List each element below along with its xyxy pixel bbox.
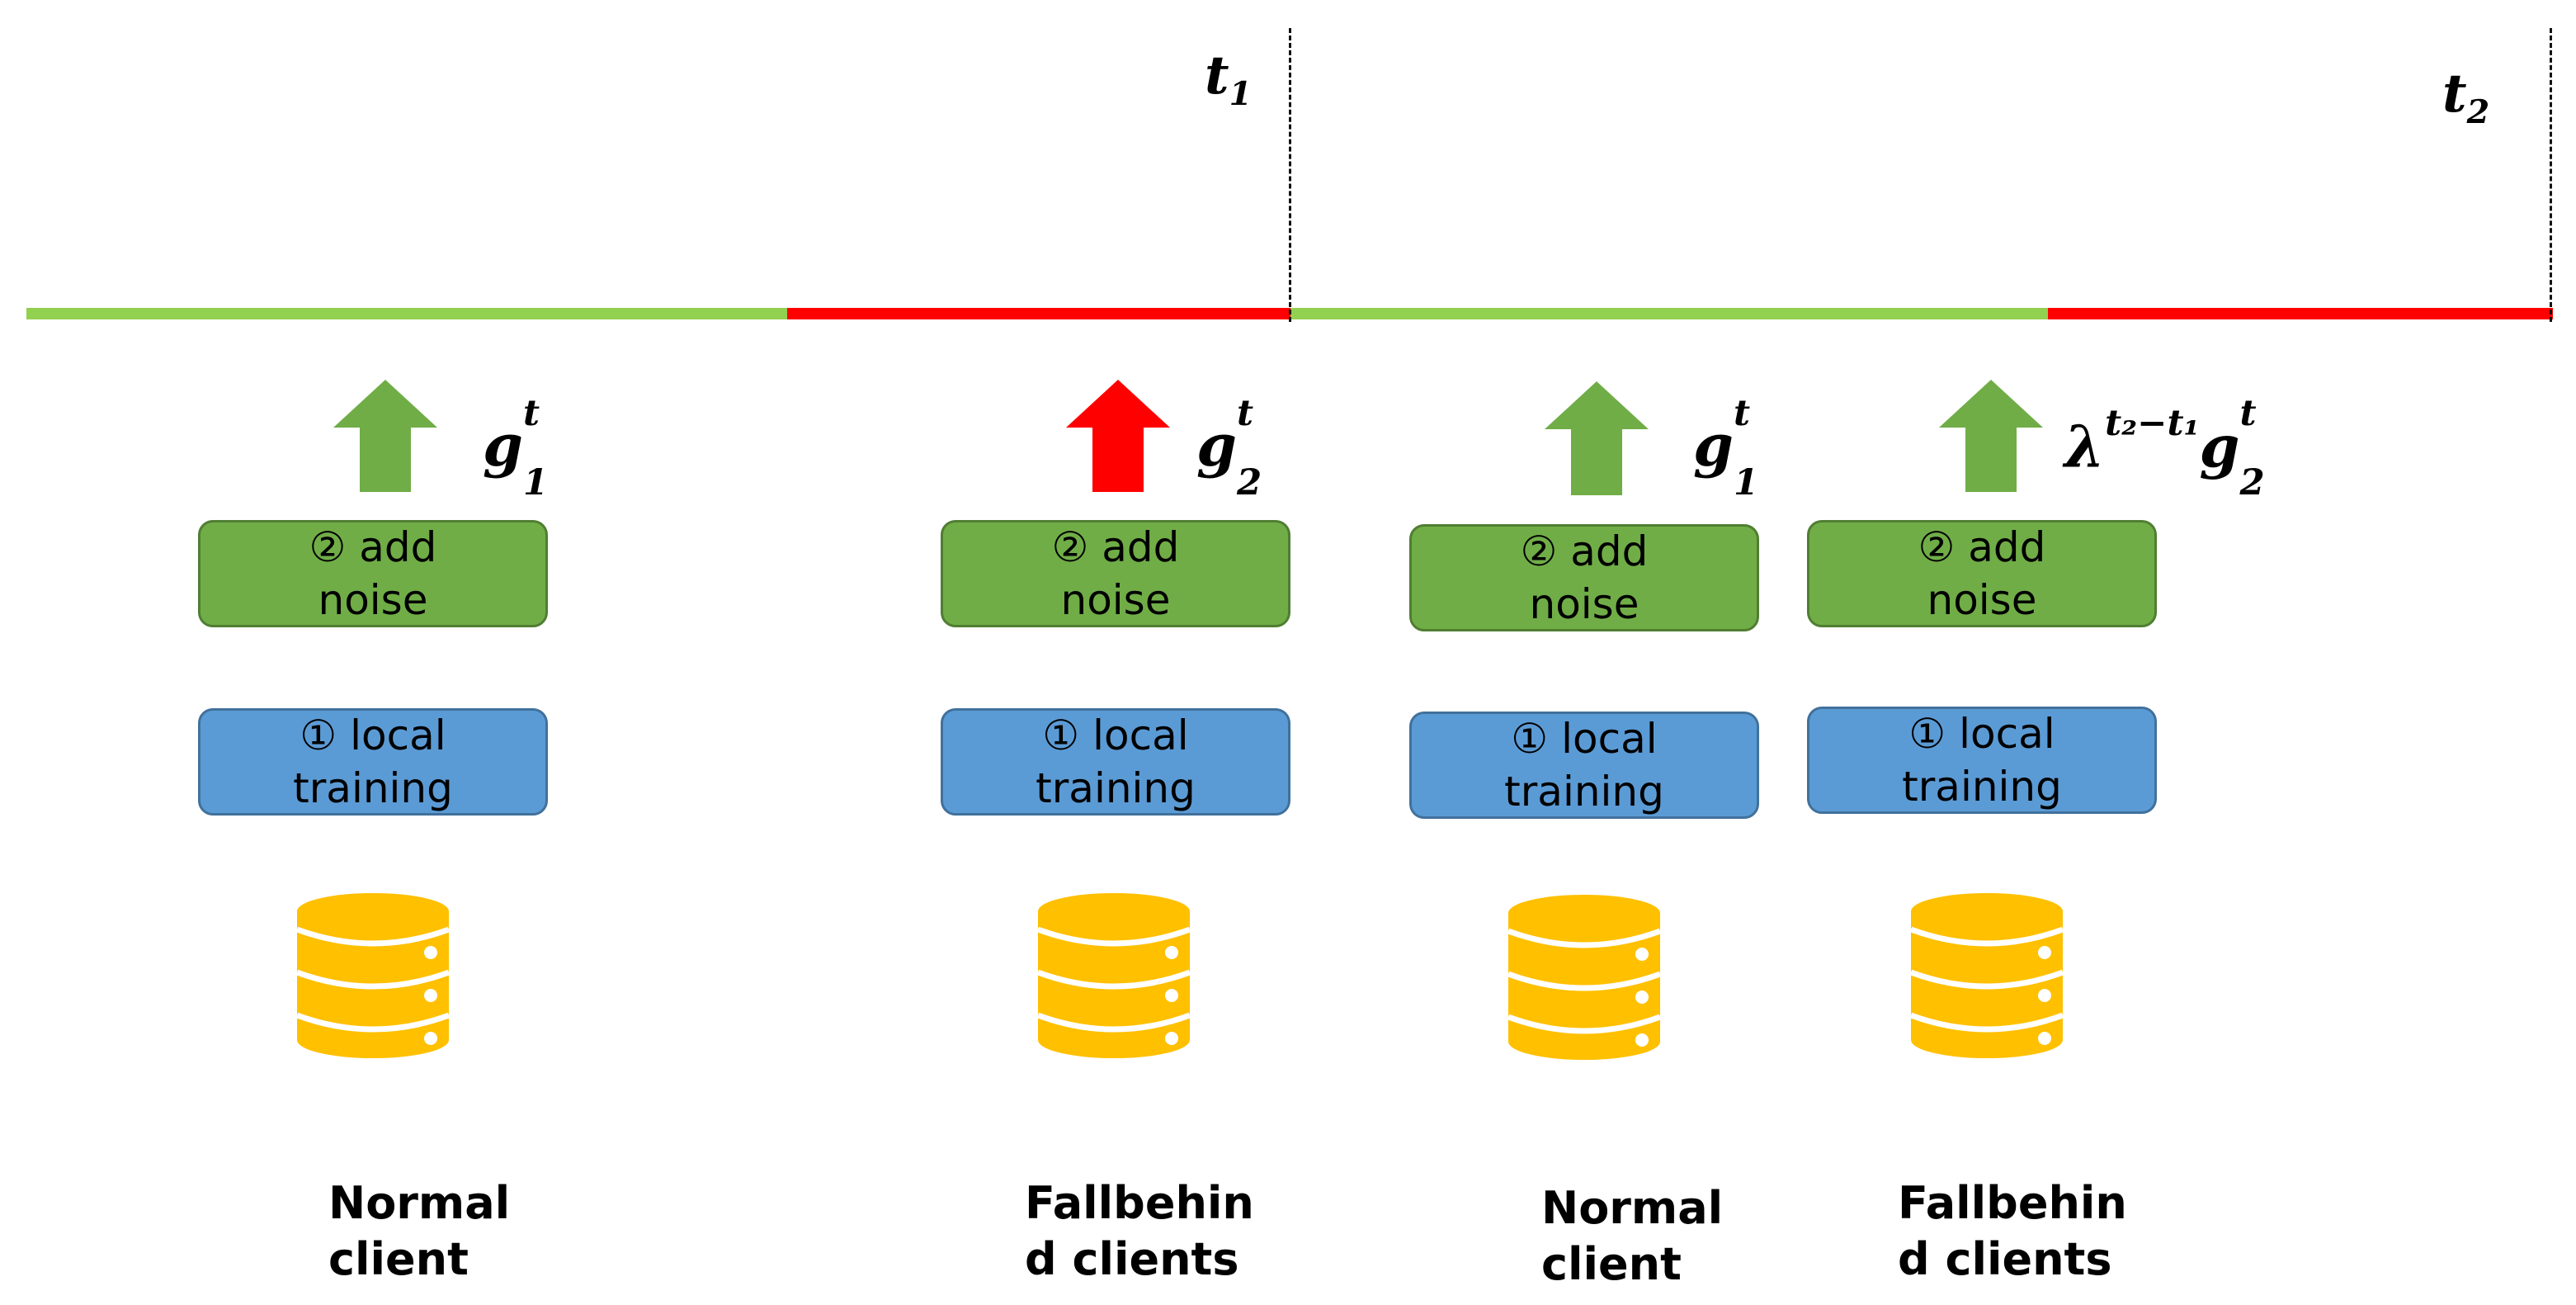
lambda-coefficient: λ [2064, 412, 2106, 481]
lambda-exponent: t₂−t₁ [2105, 402, 2200, 444]
add-noise-box: ② add noise [198, 520, 548, 627]
gradient-base: g [2199, 412, 2240, 481]
t2-subscript: 2 [2466, 92, 2490, 131]
t1-label: t1 [1205, 50, 1252, 111]
local-training-line-1: ① local [300, 709, 446, 762]
step-1-marker: ① [300, 712, 337, 759]
local-training-box: ① local training [941, 708, 1290, 816]
gradient-sub: 1 [522, 461, 549, 504]
local-training-line-1: ① local [1908, 707, 2055, 760]
local-training-text-1: local [1959, 710, 2055, 758]
add-noise-line-1: ② add [1521, 525, 1649, 578]
gradient-sup: t [2239, 392, 2257, 434]
gradient-sub: 2 [1236, 461, 1262, 504]
add-noise-line-1: ② add [309, 521, 437, 574]
gradient-sup: t [1733, 392, 1750, 434]
gradient-base: g [1196, 411, 1237, 480]
client-caption: Fallbehin d clients [1025, 1177, 1254, 1285]
add-noise-line-1: ② add [1052, 521, 1180, 574]
local-training-line-2: training [1036, 764, 1196, 812]
local-training-line-1: ① local [1042, 709, 1188, 762]
add-noise-text-1: add [1968, 523, 2046, 571]
green-up-arrow [333, 380, 437, 492]
database-icon [1909, 893, 2064, 1058]
local-training-text-1: local [1092, 712, 1189, 759]
database-icon [295, 893, 451, 1058]
add-noise-text-1: add [1570, 527, 1649, 575]
add-noise-line-2: noise [1927, 576, 2037, 624]
step-1-marker: ① [1042, 712, 1080, 759]
client-caption: Normal client [328, 1177, 511, 1285]
step-1-marker: ① [1511, 715, 1549, 763]
gradient-base: g [1693, 411, 1734, 480]
t1-subscript: 1 [1229, 74, 1253, 113]
add-noise-line-2: noise [1529, 580, 1639, 628]
step-2-marker: ② [1051, 523, 1089, 571]
gradient-sub: 2 [2239, 461, 2265, 504]
client-caption: Fallbehin d clients [1898, 1177, 2127, 1285]
t2-base: t [2442, 63, 2467, 125]
green-up-arrow [1545, 381, 1649, 495]
step-2-marker: ② [309, 523, 347, 571]
gradient-sup: t [522, 392, 540, 434]
timeline-normal-segment-2 [1290, 308, 2048, 319]
timeline-normal-segment-1 [26, 308, 787, 319]
step-2-marker: ② [1918, 523, 1956, 571]
t2-divider-line [2550, 28, 2552, 322]
gradient-sup: t [1236, 392, 1253, 434]
red-up-arrow [1066, 380, 1170, 492]
local-training-line-2: training [1504, 768, 1664, 816]
add-noise-box: ② add noise [1409, 524, 1759, 631]
local-training-text-1: local [1561, 715, 1658, 763]
t1-divider-line [1289, 28, 1291, 322]
timeline-fallbehind-segment-2 [2048, 308, 2553, 319]
add-noise-box: ② add noise [1807, 520, 2157, 627]
local-training-line-2: training [293, 764, 453, 812]
add-noise-text-1: add [359, 523, 437, 571]
database-icon [1507, 895, 1662, 1060]
local-training-text-1: local [350, 712, 446, 759]
local-training-line-1: ① local [1511, 712, 1657, 765]
green-up-arrow [1939, 380, 2043, 492]
database-icon [1036, 893, 1191, 1058]
add-noise-line-1: ② add [1918, 521, 2046, 574]
step-1-marker: ① [1908, 710, 1946, 758]
local-training-line-2: training [1902, 763, 2062, 811]
client-caption: Normal client [1541, 1182, 1724, 1290]
local-training-box: ① local training [198, 708, 548, 816]
t2-label: t2 [2442, 68, 2489, 129]
gradient-base: g [483, 411, 523, 480]
add-noise-line-2: noise [318, 576, 428, 624]
add-noise-box: ② add noise [941, 520, 1290, 627]
gradient-sub: 1 [1733, 461, 1759, 504]
timeline-fallbehind-segment-1 [787, 308, 1290, 319]
add-noise-text-1: add [1102, 523, 1180, 571]
local-training-box: ① local training [1807, 707, 2157, 814]
step-2-marker: ② [1520, 527, 1558, 575]
t1-base: t [1205, 45, 1229, 106]
local-training-box: ① local training [1409, 712, 1759, 819]
add-noise-line-2: noise [1060, 576, 1171, 624]
